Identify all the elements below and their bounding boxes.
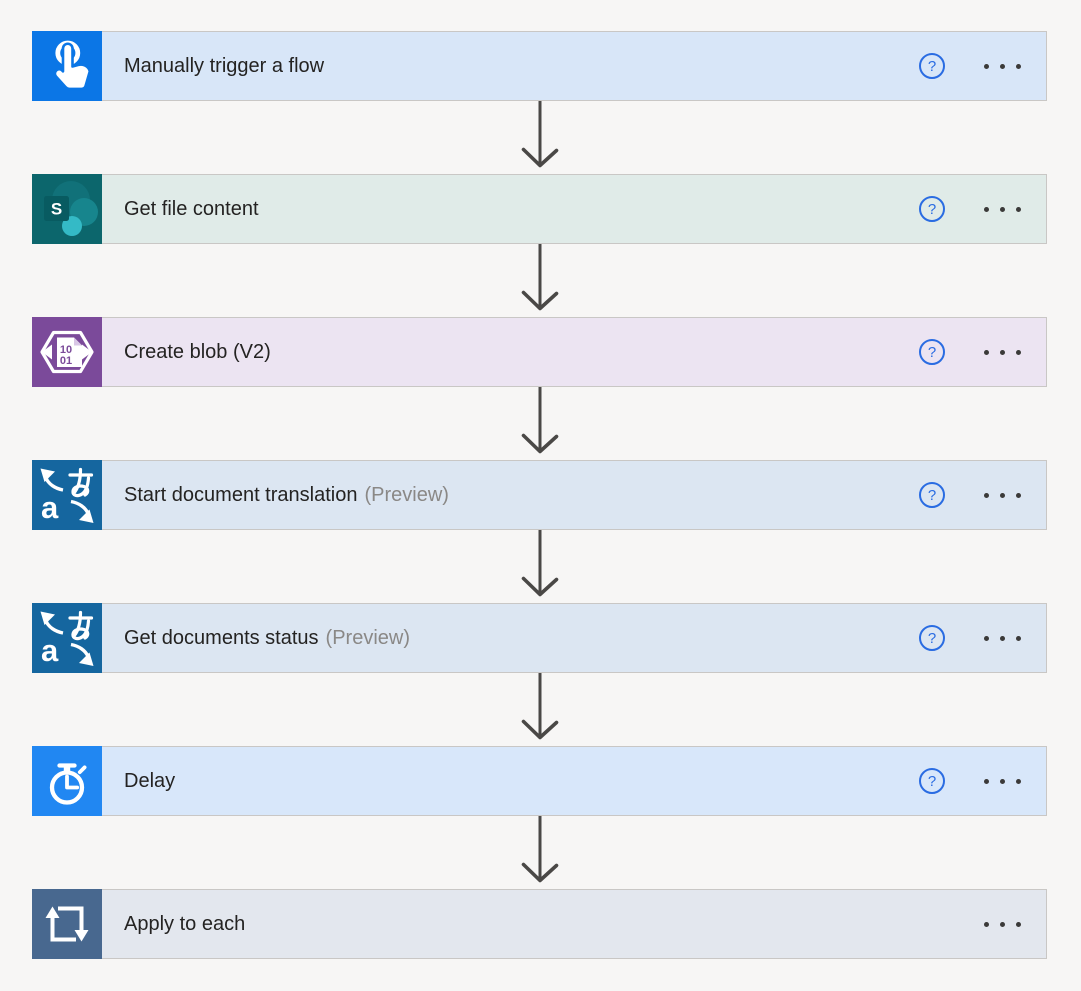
ellipsis-menu-icon[interactable] [982, 58, 1023, 75]
ellipsis-menu-icon[interactable] [982, 201, 1023, 218]
flow-step-delay[interactable]: Delay ? [32, 746, 1047, 816]
flow-step-get-documents-status[interactable]: a Get documents status (Preview) ? [32, 603, 1047, 673]
step-title: Create blob (V2) [102, 318, 919, 386]
touch-icon [32, 31, 102, 101]
step-controls [982, 890, 1046, 958]
step-controls: ? [919, 604, 1046, 672]
down-arrow-icon [521, 530, 558, 597]
flow-step-manually-trigger[interactable]: Manually trigger a flow ? [32, 31, 1047, 101]
svg-text:S: S [51, 200, 62, 219]
down-arrow-icon [521, 673, 558, 740]
step-title: Get file content [102, 175, 919, 243]
translator-icon: a [32, 603, 102, 673]
step-label: Get file content [124, 197, 259, 220]
svg-text:10: 10 [60, 344, 72, 356]
help-button[interactable]: ? [919, 625, 945, 651]
preview-badge: (Preview) [364, 483, 449, 506]
step-title: Start document translation (Preview) [102, 461, 919, 529]
step-label: Get documents status [124, 626, 319, 649]
step-controls: ? [919, 32, 1046, 100]
flow-step-get-file-content[interactable]: S Get file content ? [32, 174, 1047, 244]
down-arrow-icon [521, 816, 558, 883]
step-label: Manually trigger a flow [124, 54, 325, 77]
step-controls: ? [919, 175, 1046, 243]
help-button[interactable]: ? [919, 339, 945, 365]
svg-text:a: a [41, 490, 59, 525]
connector [32, 101, 1047, 174]
step-title: Get documents status (Preview) [102, 604, 919, 672]
down-arrow-icon [521, 244, 558, 311]
help-button[interactable]: ? [919, 196, 945, 222]
down-arrow-icon [521, 101, 558, 168]
ellipsis-menu-icon[interactable] [982, 344, 1023, 361]
ellipsis-menu-icon[interactable] [982, 916, 1023, 933]
flow-step-apply-to-each[interactable]: Apply to each [32, 889, 1047, 959]
connector [32, 530, 1047, 603]
connector [32, 816, 1047, 889]
flow-step-start-document-translation[interactable]: a Start document translation (Preview) ? [32, 460, 1047, 530]
connector [32, 244, 1047, 317]
flow-step-create-blob[interactable]: 10 01 Create blob (V2) ? [32, 317, 1047, 387]
sharepoint-icon: S [32, 174, 102, 244]
ellipsis-menu-icon[interactable] [982, 630, 1023, 647]
step-title: Manually trigger a flow [102, 32, 919, 100]
stopwatch-icon [32, 746, 102, 816]
step-controls: ? [919, 318, 1046, 386]
help-button[interactable]: ? [919, 768, 945, 794]
svg-text:a: a [41, 633, 59, 668]
step-label: Apply to each [124, 912, 246, 935]
down-arrow-icon [521, 387, 558, 454]
ellipsis-menu-icon[interactable] [982, 487, 1023, 504]
azure-blob-document-icon: 10 01 [32, 317, 102, 387]
translator-icon: a [32, 460, 102, 530]
loop-icon [32, 889, 102, 959]
step-title: Apply to each [102, 890, 982, 958]
preview-badge: (Preview) [325, 626, 410, 649]
step-label: Start document translation [124, 483, 358, 506]
step-label: Create blob (V2) [124, 340, 271, 363]
connector [32, 673, 1047, 746]
help-button[interactable]: ? [919, 53, 945, 79]
step-title: Delay [102, 747, 919, 815]
step-label: Delay [124, 769, 176, 792]
svg-text:01: 01 [60, 355, 72, 367]
help-button[interactable]: ? [919, 482, 945, 508]
step-controls: ? [919, 747, 1046, 815]
connector [32, 387, 1047, 460]
step-controls: ? [919, 461, 1046, 529]
ellipsis-menu-icon[interactable] [982, 773, 1023, 790]
